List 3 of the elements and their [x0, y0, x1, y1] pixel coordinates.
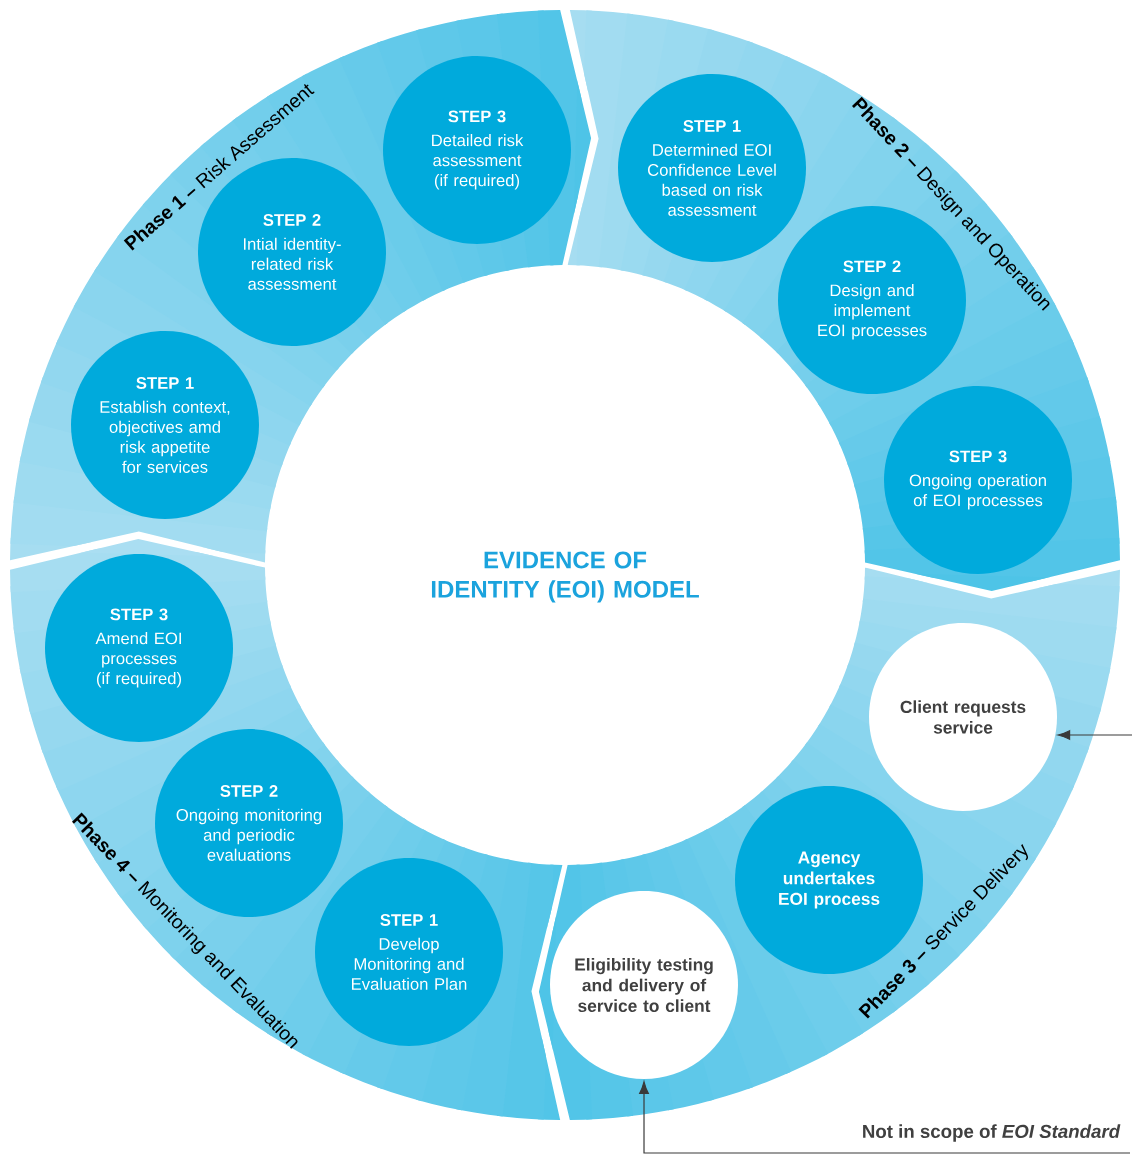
arrow — [639, 1081, 1131, 1154]
edge-label: Not in scope of EOI Standard — [860, 1123, 1122, 1144]
arrow — [1057, 730, 1132, 740]
